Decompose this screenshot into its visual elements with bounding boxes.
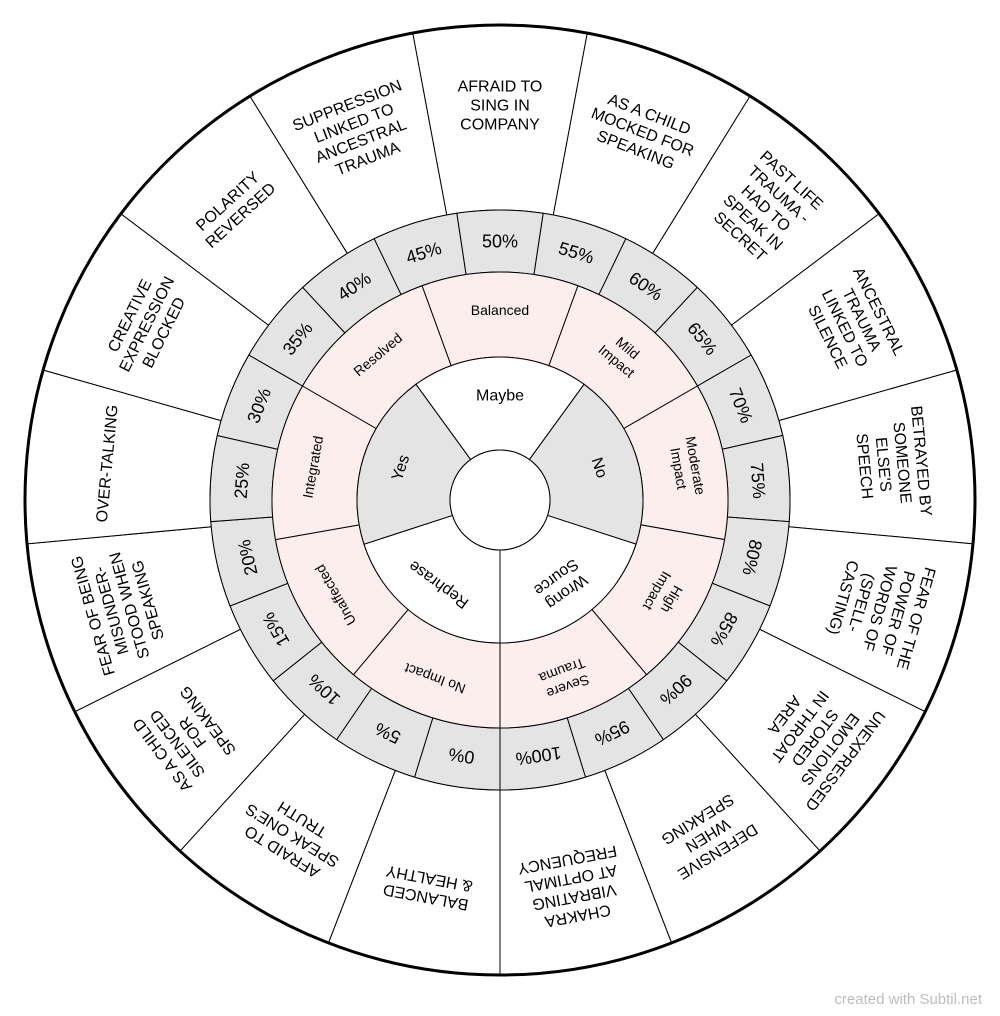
state-ring: Balanced MildImpactModerateImpactHighImpa… — [271, 271, 729, 729]
percent-ring-segment[interactable]: 10% — [272, 641, 373, 741]
state-ring-segment[interactable]: Integrated — [271, 385, 377, 541]
percent-ring-segment[interactable]: 75% — [721, 434, 791, 523]
answer-ring-label: Maybe — [476, 388, 524, 405]
outer-ring-segment[interactable]: AFRAID TO SING IN COMPANY — [412, 24, 588, 216]
percent-ring-label: 0% — [447, 744, 476, 768]
wheel-rim — [23, 23, 977, 977]
outer-ring-segment[interactable]: UNEXPRESSEDEMOTIONSSTOREDIN THROATAREA — [694, 628, 926, 852]
outer-ring-segment[interactable]: BETRAYED BYSOMEONEELSE'SSPEECH — [778, 369, 976, 545]
outer-ring-segment[interactable]: CREATIVEEXPRESSIONBLOCKED — [42, 213, 270, 422]
answer-ring-label-line: No — [588, 456, 611, 481]
state-ring-segment[interactable]: HighImpact — [591, 524, 726, 676]
state-ring-segment[interactable]: No Impact — [352, 608, 501, 729]
state-ring-segment[interactable]: Unaffected — [274, 524, 409, 676]
state-ring-label: Balanced — [471, 302, 529, 318]
percent-ring-label-line: 25% — [231, 462, 254, 499]
answer-ring-label: No — [588, 456, 611, 481]
answer-ring-segment[interactable]: Maybe — [415, 356, 585, 461]
percent-ring-segment[interactable]: 50% — [456, 209, 544, 276]
outer-ring-segment[interactable]: PAST LIFETRAUMA -HAD TOSPEAK INSECRET — [651, 95, 880, 326]
percent-ring-segment[interactable]: 80% — [711, 516, 790, 607]
answer-ring-label-line: Maybe — [476, 388, 524, 405]
outer-ring-label-line: SPEECH — [852, 433, 875, 500]
state-ring-label-line: Balanced — [471, 302, 529, 318]
percent-ring-segment[interactable]: 40% — [302, 238, 402, 334]
percent-ring-segment[interactable]: 25% — [209, 434, 279, 523]
outer-ring-label-line: COMPANY — [460, 117, 540, 134]
outer-ring-segment[interactable]: FEAR OF THEPOWER OFWORDS OF(SPELL-CASTIN… — [758, 526, 974, 713]
percent-ring-label-line: 75% — [747, 462, 770, 499]
credit-text: created with Subtil.net — [834, 991, 982, 1008]
outer-ring-label: CHAKRAVIBRATINGAT OPTIMALFREQUENCY — [516, 842, 629, 933]
answer-ring-segment[interactable]: WrongSource — [499, 514, 637, 644]
state-ring-segment[interactable]: Resolved — [301, 285, 452, 430]
outer-ring-label-line: SING IN — [470, 98, 530, 115]
outer-ring-segment[interactable]: POLARITYREVERSED — [120, 95, 349, 326]
outer-ring-segment[interactable]: AS A CHILDSILENCEDFORSPEAKING — [74, 628, 306, 852]
outer-ring: AFRAID TO SING IN COMPANY AS A CHILDMOCKED … — [24, 24, 976, 976]
answer-ring-segment[interactable]: Rephrase — [363, 514, 501, 644]
outer-ring-label-line: ELSE'S — [872, 437, 894, 493]
state-ring-segment[interactable]: SevereTrauma — [499, 608, 648, 729]
state-ring-segment[interactable]: MildImpact — [548, 285, 699, 430]
outer-ring-label: AFRAID TO SING IN COMPANY — [458, 79, 543, 134]
percent-ring-segment[interactable]: 45% — [373, 212, 467, 296]
outer-ring-segment[interactable]: AS A CHILDMOCKED FORSPEAKING — [552, 32, 751, 255]
outer-ring-label-line: AFRAID TO — [458, 79, 543, 96]
outer-ring-segment[interactable]: DEFENSIVEWHENSPEAKING — [604, 713, 821, 944]
percent-ring-segment[interactable]: 100% — [499, 717, 587, 791]
percent-ring-label: 75% — [747, 462, 770, 499]
percent-ring-label-line: 0% — [447, 744, 476, 768]
state-ring-segment[interactable]: Balanced — [421, 271, 579, 367]
outer-ring-segment[interactable]: OVER-TALKING — [24, 369, 222, 545]
percent-ring-label: 50% — [482, 231, 518, 251]
center-hub — [449, 449, 551, 551]
outer-ring-segment[interactable]: BALANCED& HEALTHY — [327, 769, 501, 976]
outer-ring-segment[interactable]: CHAKRAVIBRATINGAT OPTIMALFREQUENCY — [499, 769, 673, 976]
percent-ring-label-line: 50% — [482, 231, 518, 251]
outer-ring-segment[interactable]: FEAR OF BEINGMISUNDER-STOOD WHENSPEAKING — [26, 526, 242, 713]
percent-ring-segment[interactable]: 95% — [566, 687, 665, 778]
percent-ring-label: 25% — [231, 462, 254, 499]
state-ring-segment[interactable]: ModerateImpact — [623, 385, 729, 541]
state-ring-label-line: Impact — [667, 446, 690, 490]
